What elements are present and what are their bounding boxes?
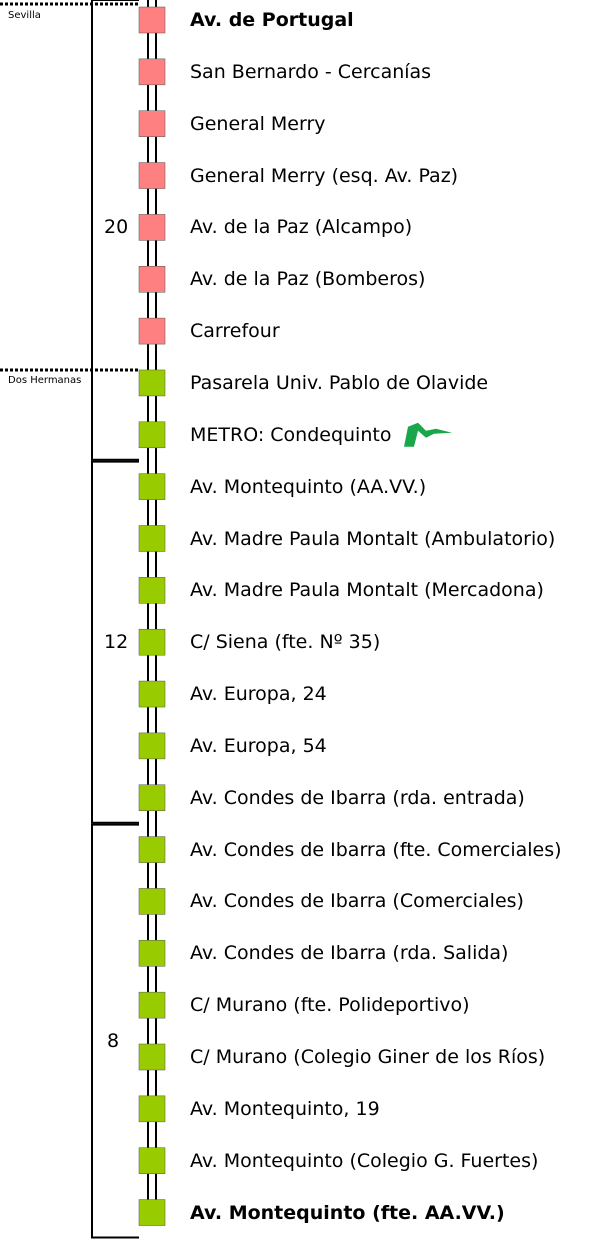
stop-name: Av. de la Paz (Bomberos) [190, 268, 426, 291]
stop-marker [138, 1147, 166, 1174]
icons [404, 422, 452, 447]
stop-name: Av. de la Paz (Alcampo) [190, 216, 413, 239]
stop-marker [138, 1199, 166, 1226]
stop-name: Av. Montequinto (Colegio G. Fuertes) [190, 1149, 539, 1172]
connector-lines [0, 0, 157, 1239]
stop-markers [138, 6, 166, 1226]
stop-name: Av. Montequinto, 19 [190, 1097, 380, 1120]
stop-marker [138, 421, 166, 449]
stop-marker [138, 473, 166, 500]
group-bracket [91, 460, 139, 824]
stop-marker [138, 162, 166, 189]
stop-name: Pasarela Univ. Pablo de Olavide [190, 371, 489, 394]
stop-marker [138, 628, 166, 656]
stop-name: Av. Condes de Ibarra (rda. entrada) [190, 786, 525, 809]
stop-name: C/ Murano (Colegio Giner de los Ríos) [190, 1046, 546, 1068]
stop-marker [138, 110, 166, 137]
group-bracket [91, 0, 139, 461]
stop-marker [138, 266, 166, 293]
stop-name: Av. Condes de Ibarra (rda. Salida) [190, 942, 509, 965]
group-bracket [91, 823, 139, 1239]
stop-marker [138, 1043, 166, 1071]
stop-name: C/ Murano (fte. Polideportivo) [190, 994, 470, 1017]
stop-marker [138, 6, 166, 34]
stop-marker [138, 58, 166, 86]
stop-name: Av. Europa, 54 [190, 734, 327, 757]
stop-name: Av. Condes de Ibarra (fte. Comerciales) [190, 838, 562, 861]
stop-name: C/ Siena (fte. Nº 35) [190, 631, 381, 654]
stop-marker [138, 577, 166, 604]
stop-marker [138, 940, 166, 967]
stop-marker [138, 888, 166, 915]
stop-name: Av. Montequinto (AA.VV.) [190, 475, 427, 498]
stop-name: Av. Montequinto (fte. AA.VV.) [190, 1201, 505, 1224]
stop-name: San Bernardo - Cercanías [190, 60, 432, 83]
stop-marker [138, 317, 166, 345]
stop-name: Av. Condes de Ibarra (Comerciales) [190, 890, 524, 913]
group-label: 12 [104, 631, 129, 654]
stop-marker [138, 836, 166, 863]
group-label: 20 [104, 216, 129, 239]
stop-marker [138, 991, 166, 1019]
stop-marker [138, 732, 166, 760]
stop-name: Av. de Portugal [190, 9, 354, 31]
stop-name: General Merry [190, 112, 326, 135]
stop-marker [138, 369, 166, 397]
stop-marker [138, 214, 166, 241]
stop-name: Av. Madre Paula Montalt (Ambulatorio) [190, 527, 556, 550]
stop-marker [138, 1095, 166, 1123]
zone-label-dos-hermanas: Dos Hermanas [8, 375, 82, 386]
stop-name: General Merry (esq. Av. Paz) [190, 164, 459, 187]
stop-name: METRO: Condequinto [190, 423, 392, 446]
metro-icon [404, 422, 452, 447]
group-label: 8 [107, 1030, 120, 1053]
stop-marker [138, 784, 166, 811]
stop-marker [138, 525, 166, 552]
zone-label-sevilla: Sevilla [8, 10, 41, 21]
stop-name: Av. Madre Paula Montalt (Mercadona) [190, 579, 544, 602]
stop-name: Av. Europa, 24 [190, 683, 327, 706]
stop-name: Carrefour [190, 320, 280, 343]
stop-marker [138, 680, 166, 708]
